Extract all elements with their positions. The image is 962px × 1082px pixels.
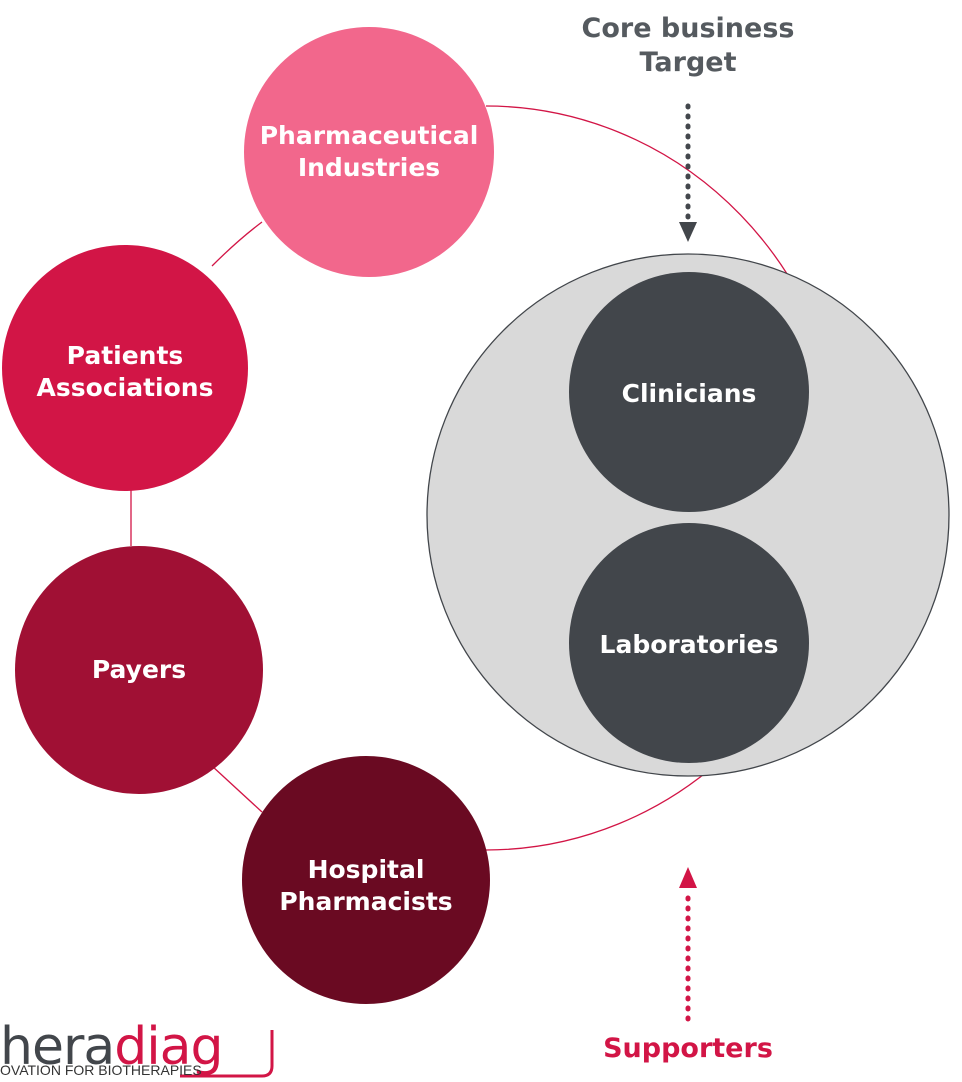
- orbit-connector-pharma-patients: [211, 221, 263, 267]
- core-target-arrowhead: [679, 222, 697, 242]
- hospital-pharmacists-label: Hospital Pharmacists: [266, 846, 466, 926]
- core-target-line1: Core business: [581, 13, 795, 44]
- clinicians-line1: Clinicians: [621, 379, 757, 408]
- laboratories-line1: Laboratories: [599, 630, 779, 659]
- laboratories-circle: [569, 523, 809, 763]
- clinicians-label: Clinicians: [589, 374, 789, 414]
- laboratories-label: Laboratories: [589, 625, 789, 665]
- pharmaceutical-industries-circle: [244, 27, 494, 277]
- supporters-line1: Supporters: [603, 1033, 773, 1064]
- pharmaceutical-industries-line2: Industries: [297, 153, 441, 182]
- pharmaceutical-industries-label: Pharmaceutical Industries: [244, 112, 494, 192]
- core-business-target-callout: Core business Target: [548, 12, 828, 80]
- patients-associations-label: Patients Associations: [25, 332, 225, 412]
- logo-underline: [180, 1030, 274, 1078]
- patients-associations-line2: Associations: [36, 373, 214, 402]
- patients-associations-circle: [2, 245, 248, 491]
- supporters-arrowhead: [679, 867, 697, 888]
- logo-word-part2: diag: [114, 1017, 223, 1077]
- core-target-line2: Target: [639, 47, 737, 78]
- hospital-pharmacists-circle: [242, 756, 490, 1004]
- hospital-pharmacists-line1: Hospital: [307, 855, 425, 884]
- orbit-connector-payers-hospital: [211, 765, 263, 813]
- hospital-pharmacists-line2: Pharmacists: [279, 887, 453, 916]
- supporters-callout: Supporters: [548, 1032, 828, 1066]
- clinicians-circle: [569, 272, 809, 512]
- payers-circle: [15, 546, 263, 794]
- core-business-circle: [426, 253, 950, 777]
- theradiag-logo: heradiag: [0, 1021, 224, 1073]
- logo-tagline: OVATION FOR BIOTHERAPIES: [0, 1062, 202, 1078]
- payers-label: Payers: [39, 650, 239, 690]
- pharmaceutical-industries-line1: Pharmaceutical: [259, 121, 479, 150]
- payers-line1: Payers: [91, 655, 187, 684]
- patients-associations-line1: Patients: [66, 341, 184, 370]
- logo-word-part1: hera: [0, 1017, 115, 1077]
